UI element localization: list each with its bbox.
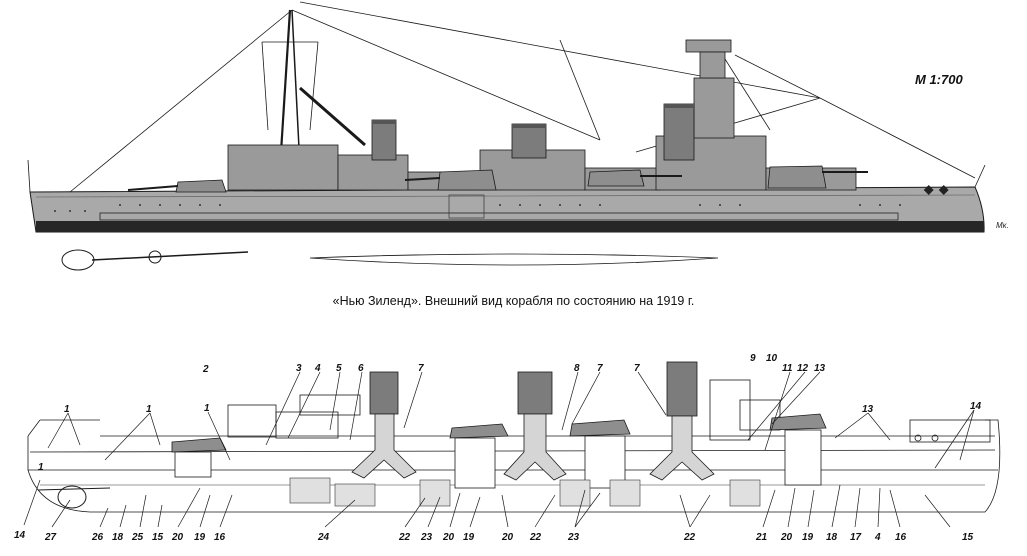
callout-7b: 7 [597, 363, 603, 374]
callout-15b: 15 [962, 532, 974, 543]
callout-19a: 19 [194, 532, 206, 543]
callout-14a: 14 [970, 401, 982, 412]
callout-5: 5 [336, 363, 342, 374]
callout-9: 9 [750, 353, 756, 364]
callout-19c: 19 [802, 532, 814, 543]
callout-13b: 13 [862, 404, 874, 415]
callout-11: 11 [782, 363, 793, 374]
artist-signature: Мк. [996, 221, 1009, 230]
callout-22a: 22 [398, 532, 411, 543]
paravane [61, 249, 95, 271]
scale-label: M 1:700 [915, 72, 963, 87]
callout-8: 8 [574, 363, 580, 374]
callout-18b: 18 [826, 532, 838, 543]
callout-22c: 22 [683, 532, 696, 543]
callout-27: 27 [44, 532, 57, 543]
boot-topping [36, 221, 984, 232]
callout-16b: 16 [895, 532, 907, 543]
callout-20a: 20 [171, 532, 184, 543]
callout-20d: 20 [780, 532, 793, 543]
callout-7a: 7 [418, 363, 424, 374]
figure-caption: «Нью Зиленд». Внешний вид корабля по сос… [332, 294, 695, 308]
callout-10: 10 [766, 353, 778, 364]
callout-1d: 1 [38, 462, 44, 473]
callout-18a: 18 [112, 532, 124, 543]
callout-15a: 15 [152, 532, 164, 543]
callout-2: 2 [202, 364, 209, 375]
callout-22b: 22 [529, 532, 542, 543]
callout-4b: 4 [874, 532, 881, 543]
callout-26: 26 [91, 532, 104, 543]
callout-14b: 14 [14, 530, 26, 541]
callout-12: 12 [797, 363, 809, 374]
callout-23a: 23 [420, 532, 433, 543]
callout-3: 3 [296, 363, 302, 374]
callout-19b: 19 [463, 532, 475, 543]
callout-1c: 1 [204, 403, 210, 414]
callout-16a: 16 [214, 532, 226, 543]
callout-24: 24 [317, 532, 330, 543]
callout-25: 25 [131, 532, 144, 543]
callout-7c: 7 [634, 363, 640, 374]
callout-6: 6 [358, 363, 364, 374]
callout-1b: 1 [146, 404, 152, 415]
callout-23b: 23 [567, 532, 580, 543]
hull [29, 186, 985, 233]
callout-20c: 20 [501, 532, 514, 543]
callout-21: 21 [755, 532, 768, 543]
callout-1a: 1 [64, 404, 70, 415]
callout-13a: 13 [814, 363, 826, 374]
ship-profile [27, 1, 986, 271]
callout-4: 4 [314, 363, 321, 374]
callout-20b: 20 [442, 532, 455, 543]
callout-17: 17 [850, 532, 862, 543]
